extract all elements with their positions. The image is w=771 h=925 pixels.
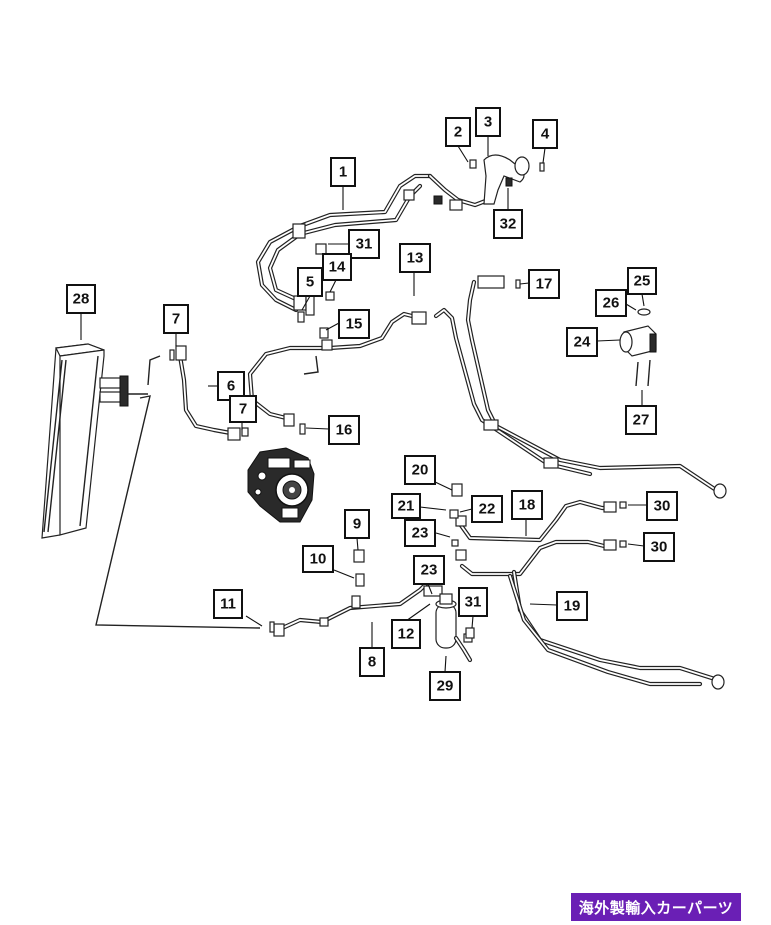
svg-text:8: 8 (368, 654, 376, 671)
callout-4: 4 (532, 119, 558, 149)
leader-lines (80, 136, 647, 673)
callout-31: 31 (348, 229, 380, 259)
callout-10: 10 (302, 545, 334, 573)
callout-25: 25 (627, 267, 657, 295)
svg-text:21: 21 (398, 498, 415, 515)
callout-31-lower: 31 (458, 587, 488, 617)
callout-3: 3 (475, 107, 501, 137)
svg-text:28: 28 (73, 291, 90, 308)
svg-text:24: 24 (574, 334, 591, 351)
callout-2: 2 (445, 117, 471, 147)
svg-text:20: 20 (412, 462, 429, 479)
fittings (169, 243, 627, 639)
svg-text:14: 14 (329, 259, 346, 276)
svg-text:19: 19 (564, 598, 581, 615)
svg-text:10: 10 (310, 551, 327, 568)
svg-text:18: 18 (519, 497, 536, 514)
callout-21: 21 (391, 493, 421, 519)
svg-text:16: 16 (336, 422, 353, 439)
callout-28: 28 (66, 284, 96, 314)
callout-7-lower: 7 (229, 395, 257, 423)
svg-text:27: 27 (633, 412, 650, 429)
svg-text:3: 3 (484, 114, 492, 131)
callout-7-upper: 7 (163, 304, 189, 334)
svg-text:9: 9 (353, 516, 361, 533)
callout-23-upper: 23 (404, 519, 436, 547)
callout-19: 19 (556, 591, 588, 621)
svg-text:25: 25 (634, 273, 651, 290)
svg-text:30: 30 (654, 498, 671, 515)
svg-text:26: 26 (603, 295, 620, 312)
callout-9: 9 (344, 509, 370, 539)
svg-text:7: 7 (172, 311, 180, 328)
callout-18: 18 (511, 490, 543, 520)
callout-32: 32 (493, 209, 523, 239)
svg-text:12: 12 (398, 626, 415, 643)
svg-text:4: 4 (541, 126, 550, 143)
callout-24: 24 (566, 327, 598, 357)
svg-text:6: 6 (227, 378, 235, 395)
svg-text:22: 22 (479, 501, 496, 518)
svg-text:13: 13 (407, 250, 424, 267)
svg-text:23: 23 (421, 562, 438, 579)
callout-27: 27 (625, 405, 657, 435)
condenser-line (95, 355, 261, 629)
expansion-valve (469, 154, 545, 205)
callout-8: 8 (359, 647, 385, 677)
svg-text:31: 31 (356, 236, 373, 253)
ac-compressor-icon (247, 447, 315, 523)
callout-16: 16 (328, 415, 360, 445)
callout-13: 13 (399, 243, 431, 273)
sensor-module-icon (619, 308, 657, 387)
svg-text:29: 29 (437, 678, 454, 695)
callout-29: 29 (429, 671, 461, 701)
callout-22: 22 (471, 495, 503, 523)
svg-text:30: 30 (651, 539, 668, 556)
svg-text:7: 7 (239, 401, 247, 418)
hose-assembly-6 (175, 311, 427, 441)
callout-26: 26 (595, 289, 627, 317)
hose-assembly-13 (433, 275, 727, 499)
svg-text:23: 23 (412, 525, 429, 542)
svg-text:1: 1 (339, 164, 347, 181)
callout-15: 15 (338, 309, 370, 339)
callout-17: 17 (528, 269, 560, 299)
callout-20: 20 (404, 455, 436, 485)
receiver-drier-icon (435, 593, 473, 663)
callout-1: 1 (330, 157, 356, 187)
svg-text:5: 5 (306, 274, 314, 291)
hose-assembly-1 (255, 173, 491, 316)
callout-30-lower: 30 (643, 532, 675, 562)
svg-text:11: 11 (220, 596, 236, 613)
callout-12: 12 (391, 619, 421, 649)
callout-14: 14 (322, 253, 352, 281)
hose-assembly-8 (273, 577, 443, 637)
callout-23-lower: 23 (413, 555, 445, 585)
callout-11: 11 (213, 589, 243, 619)
svg-text:32: 32 (500, 216, 517, 233)
svg-text:17: 17 (536, 276, 553, 293)
svg-text:31: 31 (465, 594, 482, 611)
shop-banner: 海外製輸入カーパーツ (571, 893, 741, 921)
svg-text:15: 15 (346, 316, 363, 333)
callout-5: 5 (297, 267, 323, 297)
callout-30-upper: 30 (646, 491, 678, 521)
hose-assembly-18-19 (451, 483, 725, 690)
condenser-icon (41, 343, 129, 539)
svg-text:2: 2 (454, 124, 462, 141)
